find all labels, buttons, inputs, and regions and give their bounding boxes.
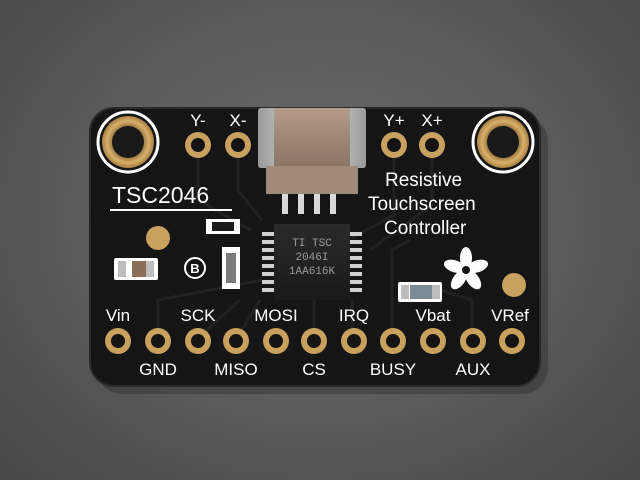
- label-vref: VRef: [491, 306, 529, 325]
- svg-text:B: B: [190, 261, 199, 276]
- bottom-pads: [105, 328, 525, 354]
- label-sck: SCK: [181, 306, 217, 325]
- marking-b: B: [184, 257, 206, 279]
- smd-capacitor-right: [398, 282, 442, 302]
- chip-marking-2: 2046I: [295, 252, 328, 264]
- label-vbat: Vbat: [416, 306, 451, 325]
- fpc-connector: [258, 108, 366, 214]
- chip-marking-3: 1AA616K: [289, 266, 336, 278]
- top-pad-y-minus: [185, 132, 211, 158]
- label-y-plus: Y+: [383, 111, 404, 130]
- description-line-3: Controller: [384, 218, 467, 239]
- label-mosi: MOSI: [254, 306, 297, 325]
- label-x-plus: X+: [421, 111, 442, 130]
- mounting-hole-right: [471, 110, 535, 174]
- top-pad-x-plus: [419, 132, 445, 158]
- adafruit-flower-logo: [443, 247, 489, 290]
- label-vin: Vin: [106, 306, 130, 325]
- mounting-hole-left: [96, 110, 160, 174]
- description-line-1: Resistive: [385, 170, 462, 191]
- label-aux: AUX: [456, 360, 491, 379]
- smd-capacitor-left: [114, 258, 158, 280]
- top-pad-x-minus: [225, 132, 251, 158]
- chip-marking-1: TI TSC: [292, 238, 332, 250]
- test-pad-right: [502, 273, 526, 297]
- top-pad-y-plus: [381, 132, 407, 158]
- smd-resistor-vertical: [222, 247, 240, 289]
- label-irq: IRQ: [339, 306, 369, 325]
- label-y-minus: Y-: [190, 111, 205, 130]
- label-miso: MISO: [214, 360, 257, 379]
- smd-resistor-top: [206, 219, 240, 234]
- test-pad-left: [146, 226, 170, 250]
- description-line-2: Touchscreen: [368, 194, 476, 215]
- label-cs: CS: [302, 360, 326, 379]
- label-busy: BUSY: [370, 360, 416, 379]
- label-gnd: GND: [139, 360, 177, 379]
- part-name: TSC2046: [112, 182, 209, 208]
- label-x-minus: X-: [230, 111, 247, 130]
- tsc2046-chip: TI TSC 2046I 1AA616K: [262, 224, 362, 300]
